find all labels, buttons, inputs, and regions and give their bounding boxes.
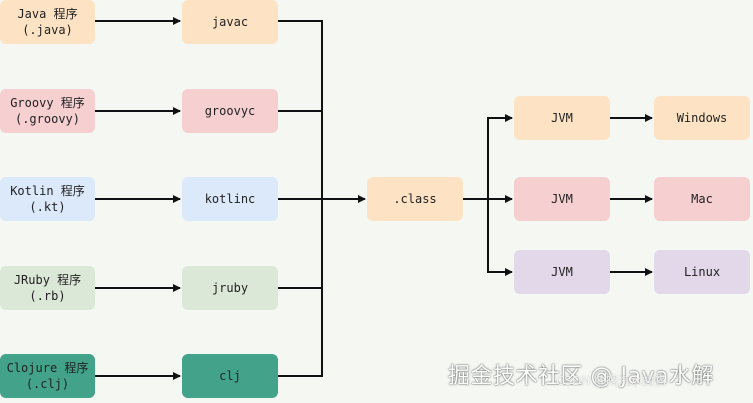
jvm-node-1: JVM — [514, 96, 610, 140]
juejin-watermark: 掘金技术社区 @ Java水解 — [448, 364, 714, 389]
platform-windows-node: Windows — [654, 96, 750, 140]
source-clojure-node: Clojure 程序 (.clj) — [0, 354, 95, 398]
compiler-javac-node: javac — [182, 0, 278, 44]
source-kotlin-node: Kotlin 程序 (.kt) — [0, 177, 95, 221]
platform-mac-node: Mac — [654, 177, 750, 221]
bytecode-class-node: .class — [367, 177, 463, 221]
csdn-watermark: CSDN @喝汽水的猫 — [556, 374, 667, 388]
compiler-clj-node: clj — [182, 354, 278, 398]
source-java-node: Java 程序 (.java) — [0, 0, 95, 44]
compiler-jruby-node: jruby — [182, 266, 278, 310]
jvm-node-2: JVM — [514, 177, 610, 221]
source-groovy-node: Groovy 程序 (.groovy) — [0, 89, 95, 133]
platform-linux-node: Linux — [654, 250, 750, 294]
compiler-groovyc-node: groovyc — [182, 89, 278, 133]
compiler-kotlinc-node: kotlinc — [182, 177, 278, 221]
jvm-node-3: JVM — [514, 250, 610, 294]
source-jruby-node: JRuby 程序 (.rb) — [0, 266, 95, 310]
